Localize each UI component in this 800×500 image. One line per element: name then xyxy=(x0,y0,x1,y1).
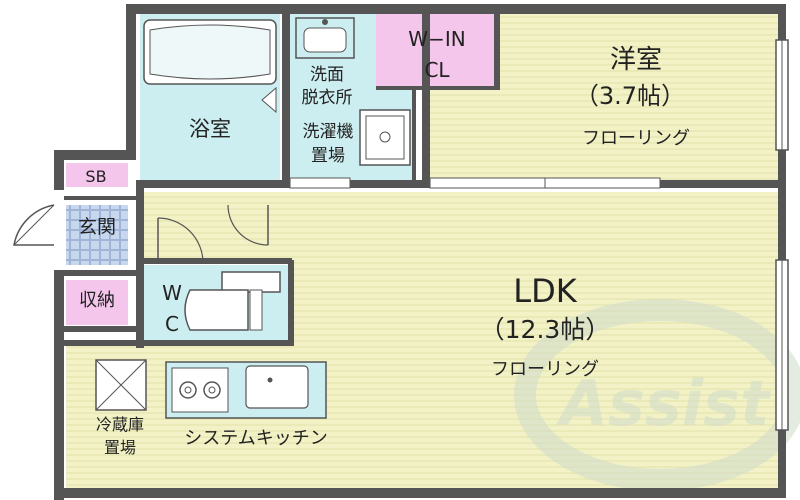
entrance-label: 玄関 xyxy=(78,216,116,238)
bathroom-label: 浴室 xyxy=(189,117,231,141)
shoebox-floor xyxy=(66,163,128,187)
entrance-floor xyxy=(66,205,128,265)
western-room-floor-label: フローリング xyxy=(582,128,690,149)
hall-floor xyxy=(140,192,290,260)
wic-label-line2: CL xyxy=(424,58,450,82)
shoebox-label: SB xyxy=(85,167,106,186)
ldk-floor-label: フローリング xyxy=(491,359,599,380)
ldk-name: LDK xyxy=(513,272,577,310)
wc-label-line2: C xyxy=(165,312,179,336)
toilet xyxy=(184,271,281,331)
fridge-label-line1: 冷蔵庫 xyxy=(96,415,144,434)
wc-label-line1: W xyxy=(162,281,182,305)
kitchen-label: システムキッチン xyxy=(184,428,327,449)
storage-label: 収納 xyxy=(79,290,115,311)
washroom-label-line2: 脱衣所 xyxy=(302,88,353,108)
laundry-pan xyxy=(359,109,411,166)
watermark-logo: Assist xyxy=(514,299,800,491)
western-room-size: （3.7帖） xyxy=(575,82,685,110)
svg-text:Assist: Assist xyxy=(555,367,772,440)
western-room-name: 洋室 xyxy=(610,45,662,75)
ldk-floor xyxy=(290,192,778,497)
washroom-label-line1: 洗面 xyxy=(310,65,344,85)
wash-basin xyxy=(295,17,355,59)
fridge-space xyxy=(95,359,147,411)
wic-label-line1: W−IN xyxy=(408,27,465,51)
laundry-label-line2: 置場 xyxy=(311,146,345,166)
ldk-size: （12.3帖） xyxy=(480,315,611,344)
bathtub xyxy=(143,19,277,85)
wic-floor xyxy=(376,14,494,90)
kitchen-counter xyxy=(165,361,327,419)
laundry-label-line1: 洗濯機 xyxy=(303,122,354,142)
fridge-label-line2: 置場 xyxy=(104,438,136,457)
storage-floor xyxy=(66,280,128,325)
